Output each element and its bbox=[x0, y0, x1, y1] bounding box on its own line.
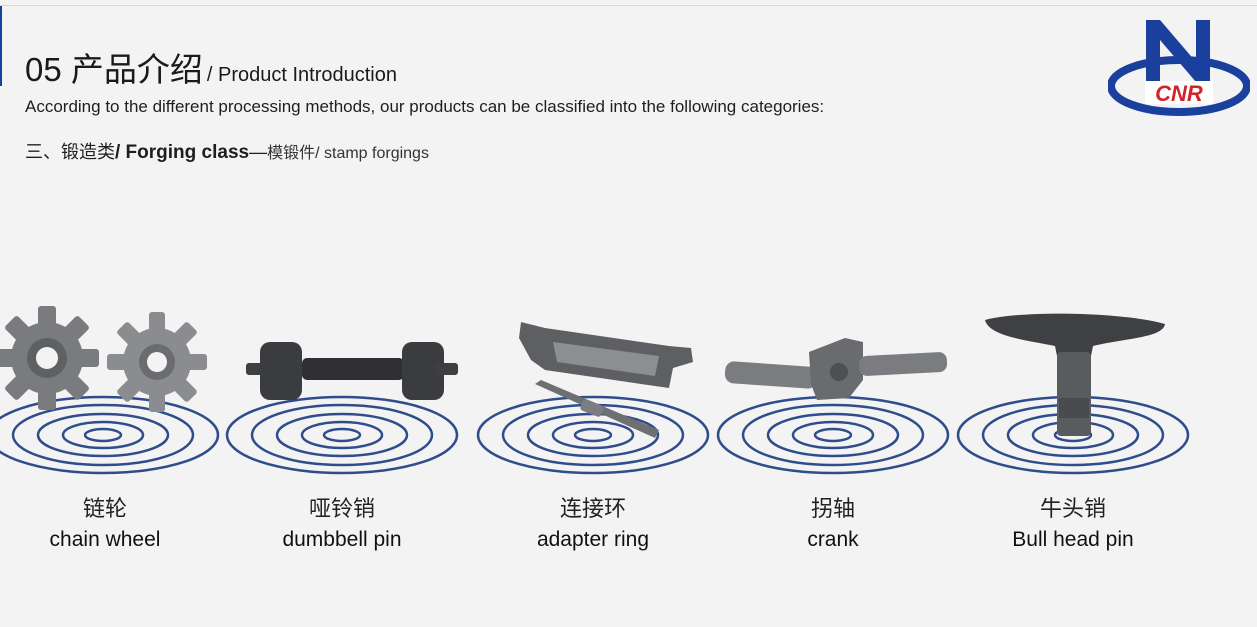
crank-shaft-icon bbox=[724, 338, 948, 400]
product-adapter-ring: 连接环 adapter ring bbox=[473, 290, 713, 560]
product-name-cn: 拐轴 bbox=[810, 496, 855, 521]
product-chain-wheel: 链轮 chain wheel bbox=[0, 290, 225, 560]
concentric-rings-icon bbox=[225, 395, 459, 475]
page-title-subtitle: / Product Introduction bbox=[206, 64, 397, 86]
logo-text-backing bbox=[1145, 81, 1213, 104]
category-sub-cn: 模锻件 bbox=[267, 145, 316, 162]
product-name-cn: 链轮 bbox=[82, 496, 127, 521]
product-name-en: adapter ring bbox=[536, 528, 650, 551]
product-crank-visual bbox=[716, 338, 950, 475]
product-name-cn: 哑铃销 bbox=[308, 496, 375, 521]
adapter-ring-icon bbox=[519, 322, 693, 438]
product-name-cn: 连接环 bbox=[559, 496, 626, 521]
product-bull-head-pin: 牛头销 Bull head pin bbox=[953, 290, 1193, 560]
sprocket-right-icon bbox=[107, 312, 207, 412]
category-sub-en: / stamp forgings bbox=[315, 145, 429, 162]
sprocket-left-icon bbox=[0, 306, 99, 410]
product-dumbbell-pin: 哑铃销 dumbbell pin bbox=[222, 290, 462, 560]
concentric-rings-icon bbox=[716, 395, 950, 475]
product-name-en: Bull head pin bbox=[1012, 528, 1134, 551]
category-dash: — bbox=[249, 142, 268, 162]
dumbbell-pin-icon bbox=[246, 342, 458, 400]
product-adapter-ring-visual bbox=[476, 322, 710, 475]
left-accent-bar bbox=[0, 6, 2, 86]
product-name-en: crank bbox=[807, 528, 859, 551]
intro-text: According to the different processing me… bbox=[25, 97, 825, 116]
logo-text: CNR bbox=[1155, 81, 1203, 106]
product-name-cn: 牛头销 bbox=[1039, 496, 1106, 521]
logo-n-shape bbox=[1146, 20, 1210, 82]
concentric-rings-icon bbox=[0, 395, 220, 475]
page-title-main: 05 产品介绍 bbox=[25, 51, 203, 88]
category-heading: 三、锻造类/ Forging class—模锻件/ stamp forgings bbox=[25, 140, 429, 166]
product-bull-head-pin-visual bbox=[956, 313, 1190, 475]
category-name: / Forging class bbox=[115, 142, 250, 163]
product-chain-wheel-visual bbox=[0, 306, 220, 475]
product-crank: 拐轴 crank bbox=[713, 290, 953, 560]
cnr-logo-icon: CNR bbox=[1108, 20, 1250, 116]
top-rule bbox=[0, 5, 1257, 6]
bull-head-pin-icon bbox=[985, 313, 1165, 436]
product-name-en: dumbbell pin bbox=[282, 528, 402, 551]
category-prefix: 三、锻造类 bbox=[25, 142, 115, 162]
page-title: 05 产品介绍/ Product Introduction bbox=[25, 46, 397, 99]
product-name-en: chain wheel bbox=[49, 528, 161, 551]
product-dumbbell-pin-visual bbox=[225, 342, 459, 475]
